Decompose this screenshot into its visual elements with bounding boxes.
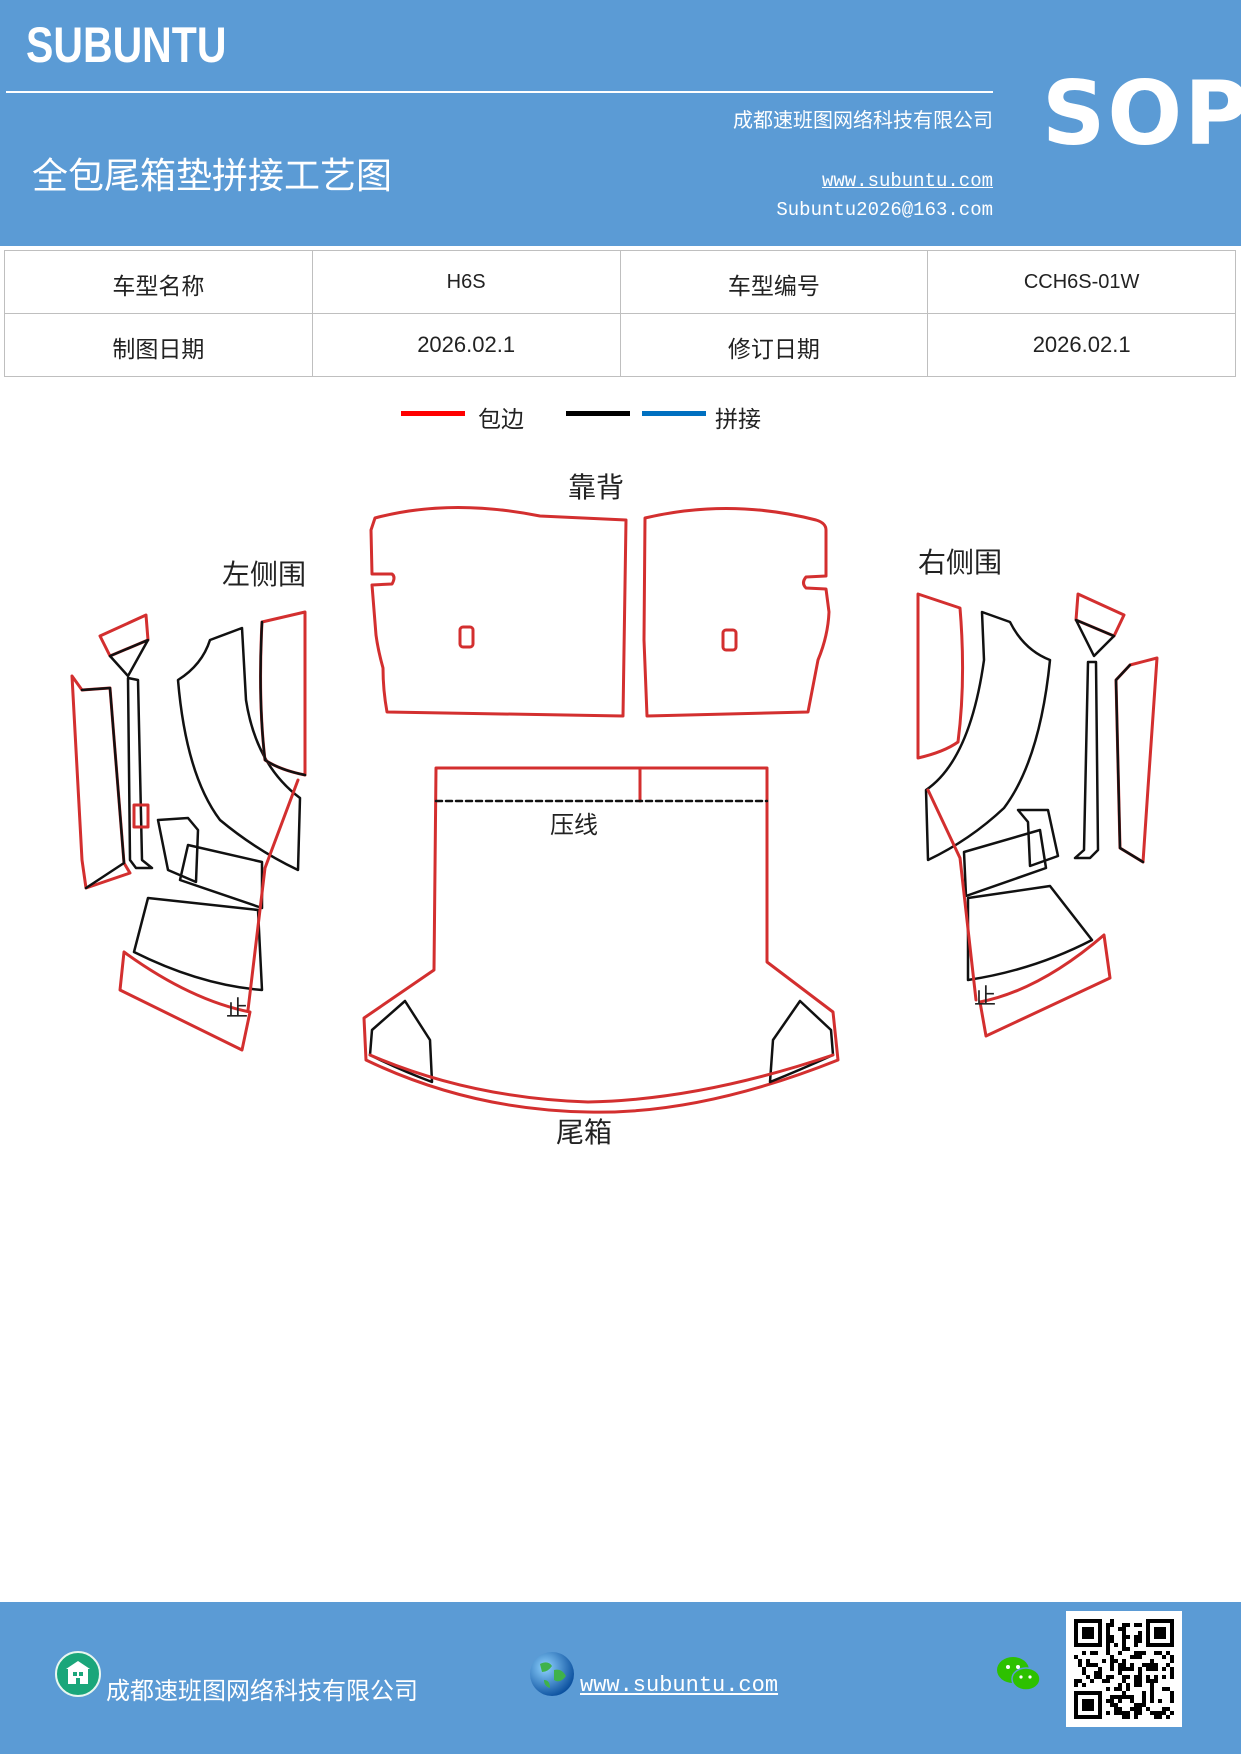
footer-company-name: 成都速班图网络科技有限公司 [106, 1677, 418, 1705]
legend-swatch-black [566, 411, 630, 416]
building-icon [55, 1651, 101, 1697]
qr-code [1066, 1611, 1182, 1727]
left-side-small-rect [132, 803, 150, 829]
model-name-value: H6S [311, 250, 621, 314]
header-banner: SUBUNTU 成都速班图网络科技有限公司 全包尾箱垫拼接工艺图 www.sub… [0, 0, 1241, 246]
footer-banner: 成都速班图网络科技有限公司 www.subuntu.com [0, 1602, 1241, 1754]
left-side-panel-c [259, 610, 307, 777]
left-side-strip [126, 676, 154, 870]
left-side-top-triangle-inner [108, 638, 150, 678]
trunk-inner-edge [368, 1053, 835, 1104]
revision-date-label: 修订日期 [619, 313, 929, 377]
sop-badge: SOP [1042, 62, 1241, 165]
backrest-right-panel [642, 507, 831, 718]
left-side-panel-d [156, 816, 200, 884]
left-side-panel-c-seam [259, 620, 307, 777]
label-left-side: 左侧围 [222, 558, 306, 591]
legend-label-seam: 拼接 [715, 407, 761, 433]
table-row: 车型名称 H6S 车型编号 CCH6S-01W [4, 250, 1236, 314]
trunk-floor-panel [362, 766, 840, 1114]
wechat-icon [997, 1657, 1041, 1691]
right-side-panel-d [1016, 808, 1060, 868]
left-side-edge-right [246, 778, 300, 1012]
left-side-panel-b [176, 626, 302, 872]
right-side-top-triangle-inner [1074, 618, 1116, 658]
line-legend: 包边 拼接 [0, 395, 1241, 435]
backrest-left-panel [369, 505, 628, 718]
footer-website-link[interactable]: www.subuntu.com [580, 1673, 779, 1698]
right-side-panel-a [1114, 656, 1159, 864]
right-side-panel-c [916, 592, 965, 760]
trunk-mat-diagram: 靠背 左侧围 右侧围 压线 尾箱 止 止 [70, 471, 1159, 1149]
label-trunk: 尾箱 [556, 1116, 612, 1149]
backrest-left-hole [458, 625, 475, 649]
header-divider [6, 91, 993, 93]
right-side-panel-a-inner [1114, 663, 1145, 864]
brand-logo: SUBUNTU [26, 17, 227, 73]
trunk-left-pocket [368, 999, 434, 1084]
legend-label-edge: 包边 [478, 407, 524, 433]
right-side-panel-g [978, 933, 1112, 1038]
drawing-date-value: 2026.02.1 [311, 313, 621, 377]
legend-swatch-edge [401, 411, 465, 416]
backrest-right-hole [721, 628, 738, 652]
model-code-label: 车型编号 [619, 250, 929, 314]
right-side-edge-left [926, 788, 978, 1002]
table-row: 制图日期 2026.02.1 修订日期 2026.02.1 [4, 313, 1236, 377]
right-side-panel-f [966, 884, 1094, 982]
left-side-panel-g [118, 950, 252, 1052]
drawing-date-label: 制图日期 [4, 313, 313, 377]
trunk-right-pocket [768, 999, 835, 1084]
model-code-value: CCH6S-01W [927, 250, 1236, 314]
label-crease: 压线 [550, 811, 598, 839]
label-backrest: 靠背 [568, 471, 624, 504]
revision-date-value: 2026.02.1 [927, 313, 1236, 377]
label-left-stop: 止 [226, 997, 248, 1022]
model-name-label: 车型名称 [4, 250, 313, 314]
vehicle-info-table: 车型名称 H6S 车型编号 CCH6S-01W 制图日期 2026.02.1 修… [4, 250, 1236, 377]
label-right-side: 右侧围 [918, 546, 1002, 579]
left-side-panel-a [70, 674, 132, 890]
document-title: 全包尾箱垫拼接工艺图 [32, 156, 393, 197]
legend-swatch-seam [642, 411, 706, 416]
right-side-panel-b [924, 610, 1052, 862]
left-side-panel-a-inner [80, 686, 126, 890]
label-right-stop: 止 [974, 985, 996, 1010]
header-email: Subuntu2026@163.com [776, 199, 993, 221]
header-website-link[interactable]: www.subuntu.com [821, 170, 993, 192]
left-side-panel-f [132, 896, 264, 992]
right-side-panel-e [962, 828, 1048, 898]
header-company-name: 成都速班图网络科技有限公司 [733, 108, 993, 132]
left-side-panel-e [178, 843, 264, 910]
globe-icon [530, 1652, 574, 1696]
right-side-strip [1073, 660, 1100, 860]
